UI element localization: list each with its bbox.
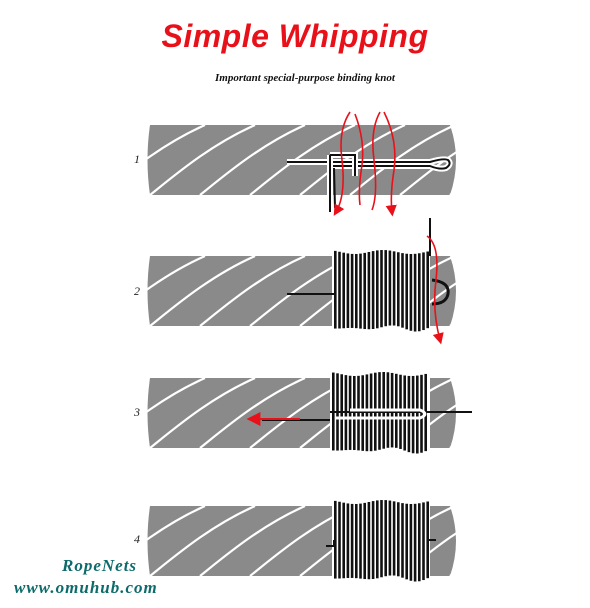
page-title: Simple Whipping	[161, 18, 429, 54]
twine-wrap	[350, 253, 354, 328]
twine-wrap	[338, 501, 341, 579]
rope-strand-line	[149, 376, 256, 449]
brand-url[interactable]: www.omuhub.com	[14, 578, 158, 597]
twine-wrap	[426, 501, 430, 579]
twine-wrap	[376, 500, 379, 579]
step-1-twine	[287, 152, 453, 212]
page-subtitle: Important special-purpose binding knot	[214, 72, 395, 84]
twine-wrap	[334, 250, 337, 329]
twine-wrap	[405, 253, 409, 330]
twine-wrap	[392, 501, 396, 576]
twine-wrap	[357, 375, 360, 451]
twine-wrap	[409, 503, 413, 581]
twine-wrap	[407, 375, 411, 453]
twine-wrap	[376, 250, 379, 329]
step-4-twine-ends	[326, 539, 436, 547]
twine-wrap	[367, 251, 371, 330]
step-2-pull-arrow	[426, 235, 444, 345]
twine-wrap	[422, 252, 425, 331]
twine-wrap	[422, 502, 425, 581]
twine-wrap	[409, 253, 413, 331]
rope-strand-line	[449, 504, 556, 577]
rope-strand-line	[99, 254, 206, 327]
step-2-label: 2	[134, 284, 140, 298]
twine-wrap	[401, 253, 404, 328]
step-1-label: 1	[134, 152, 140, 166]
twine-wrap	[388, 500, 392, 576]
twine-wrap	[388, 250, 392, 326]
rope-strand-line	[199, 504, 306, 577]
twine-wrap	[346, 253, 350, 328]
twine-wrap	[363, 502, 367, 580]
step-4-wraps	[332, 500, 430, 582]
twine-wrap	[420, 374, 423, 453]
rope-strand-line	[149, 504, 256, 577]
twine-wrap	[401, 503, 404, 578]
twine-wrap	[342, 502, 346, 579]
rope-strand-line	[449, 376, 556, 449]
rope-step-2	[99, 254, 556, 327]
twine-wrap	[380, 500, 383, 578]
twine-wrap	[346, 503, 350, 578]
twine-wrap	[361, 375, 365, 451]
twine-wrap	[371, 501, 375, 580]
rope-strand-line	[149, 254, 256, 327]
rope-step-4	[99, 504, 556, 577]
twine-wrap	[392, 251, 396, 326]
twine-wrap	[353, 375, 356, 451]
rope-strand-line	[199, 123, 306, 196]
twine-wrap	[334, 500, 337, 579]
twine-wrap	[355, 503, 358, 579]
rope-step-3	[99, 376, 556, 449]
twine-wrap	[384, 500, 388, 577]
rope-strand-line	[449, 254, 556, 327]
twine-wrap	[403, 375, 407, 451]
twine-wrap	[342, 252, 346, 329]
twine-wrap	[359, 503, 362, 579]
twine-wrap	[363, 252, 367, 330]
rope-strand-line	[449, 123, 556, 196]
twine-wrap	[397, 502, 400, 577]
step-2-wraps	[332, 250, 430, 332]
twine-wrap	[355, 253, 358, 329]
twine-wrap	[367, 501, 371, 580]
twine-wrap	[350, 503, 354, 578]
twine-wrap	[426, 251, 430, 329]
step-2-twine	[287, 218, 450, 306]
twine-wrap	[413, 503, 417, 582]
rope-strand-line	[99, 504, 206, 577]
rope-strand-line	[199, 254, 306, 327]
step-4-label: 4	[134, 532, 140, 546]
step-3-label: 3	[134, 405, 140, 419]
twine-wrap	[405, 503, 409, 580]
twine-wrap	[384, 250, 388, 327]
rope-strand-line	[99, 123, 206, 196]
twine-wrap	[418, 253, 421, 332]
twine-wrap	[371, 251, 375, 330]
twine-wrap	[380, 250, 383, 328]
twine-wrap	[411, 375, 415, 454]
rope-strand-line	[199, 376, 306, 449]
twine-wrap	[338, 251, 341, 329]
twine-wrap	[416, 375, 419, 454]
twine-wrap	[397, 252, 400, 327]
twine-wrap	[359, 253, 362, 329]
rope-strand-line	[149, 123, 256, 196]
rope-strand-line	[99, 376, 206, 449]
twine-wrap	[418, 503, 421, 582]
step-1-wrap-arrows	[333, 111, 397, 217]
twine-wrap	[413, 253, 417, 332]
brand-name: RopeNets	[62, 556, 138, 575]
